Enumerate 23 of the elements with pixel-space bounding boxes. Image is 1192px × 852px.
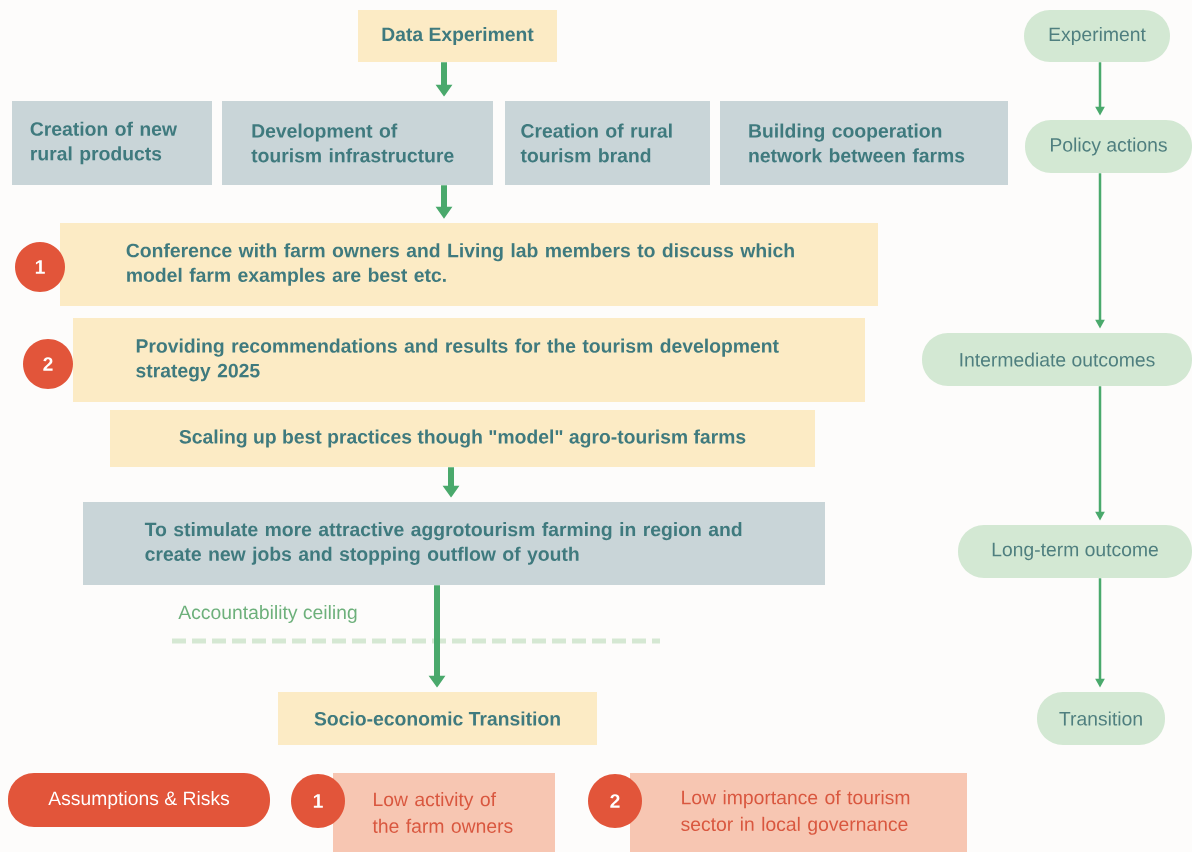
stage-pill: Transition — [1037, 692, 1165, 745]
ceiling-label: Accountability ceiling — [178, 605, 357, 623]
step-box: Providing recommendations and results for the tourism development strategy 2025 — [73, 318, 865, 402]
stage-pill: Policy actions — [1025, 120, 1192, 173]
action-box: Development of tourism infrastructure — [222, 101, 493, 185]
transition-box: Socio-economic Transition — [278, 692, 597, 745]
number-badge: 2 — [23, 339, 73, 389]
title-box: Data Experiment — [358, 10, 557, 62]
step-box: Conference with farm owners and Living lab members to discuss which model farm examples are best etc. — [60, 223, 878, 306]
goal-box: To stimulate more attractive aggrotourism farming in region and create new jobs and stopping outflow of youth — [83, 502, 825, 585]
action-box: Creation of new rural products — [12, 101, 212, 185]
number-badge: 2 — [588, 774, 642, 828]
action-box: Creation of rural tourism brand — [505, 101, 710, 185]
action-box: Building cooperation network between farms — [720, 101, 1008, 185]
stage-pill: Long-term outcome — [958, 525, 1192, 578]
assumptions-pill: Assumptions & Risks — [8, 773, 270, 827]
risk-box: Low activity of the farm owners — [333, 773, 555, 852]
risk-box: Low importance of tourism sector in local governance — [630, 773, 967, 852]
stage-pill: Experiment — [1024, 10, 1170, 62]
number-badge: 1 — [15, 242, 65, 292]
step-box: Scaling up best practices though "model" agro-tourism farms — [110, 410, 815, 467]
stage-pill: Intermediate outcomes — [922, 333, 1192, 386]
number-badge: 1 — [291, 774, 345, 828]
